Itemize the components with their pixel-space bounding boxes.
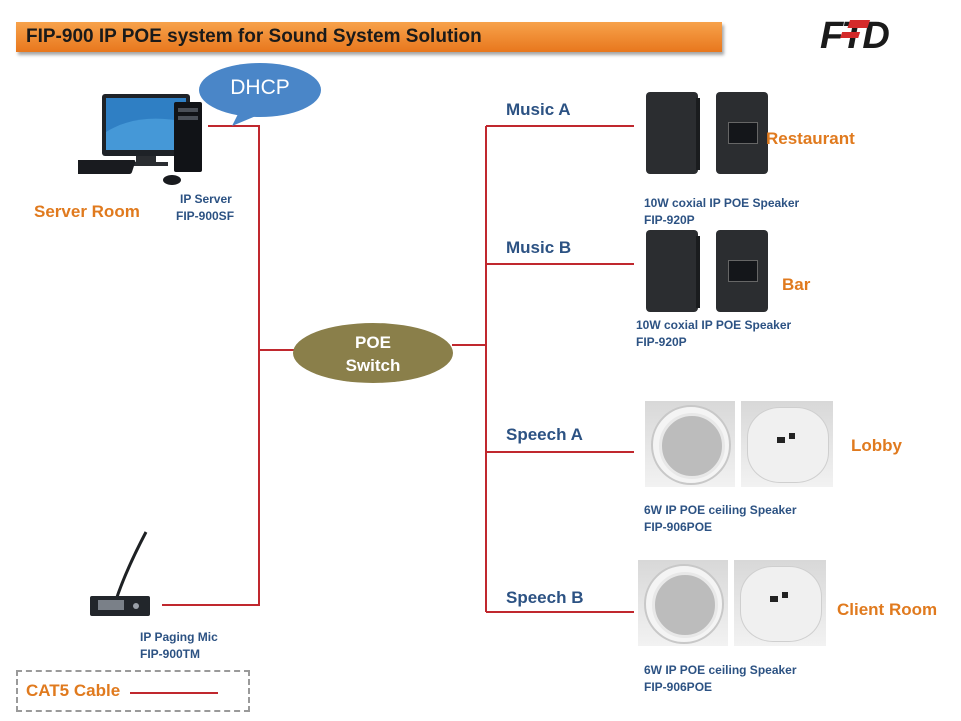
speaker-model-music-b: FIP-920P [636, 335, 687, 349]
location-label-client-room: Client Room [837, 600, 938, 619]
server-name: IP Server [180, 192, 232, 206]
ceiling-speaker-front-icon [645, 401, 735, 487]
speaker-model-speech-b: FIP-906POE [644, 680, 713, 694]
trunk-cable [162, 125, 260, 606]
zone-label-music-a: Music A [506, 100, 571, 119]
zone-label-speech-a: Speech A [506, 425, 583, 444]
server-computer-icon [78, 94, 202, 185]
speaker-front-icon [646, 230, 698, 312]
poe-switch-node [293, 323, 453, 383]
ftd-logo: FTD [820, 15, 891, 54]
zone-label-music-b: Music B [506, 238, 572, 257]
location-label-bar: Bar [782, 275, 811, 294]
legend-box [16, 670, 250, 712]
speaker-back-icon [716, 92, 768, 174]
poe-switch-line2: Switch [345, 356, 401, 375]
ceiling-speaker-front-icon [638, 560, 728, 646]
server-room-label: Server Room [34, 202, 140, 221]
speaker-back-icon [716, 230, 768, 312]
dhcp-label: DHCP [230, 76, 290, 99]
poe-switch-line1: POE [355, 333, 391, 352]
ceiling-speaker-back-icon [741, 401, 833, 487]
speaker-desc-music-a: 10W coxial IP POE Speaker [644, 196, 800, 210]
zone-label-speech-b: Speech B [506, 588, 584, 607]
legend-label: CAT5 Cable [26, 681, 121, 700]
speaker-model-speech-a: FIP-906POE [644, 520, 713, 534]
ceiling-speaker-back-icon [734, 560, 826, 646]
poe-switch-label: POE Switch [292, 331, 454, 377]
mic-name: IP Paging Mic [140, 630, 218, 644]
dhcp-bubble [199, 63, 321, 126]
speaker-desc-speech-a: 6W IP POE ceiling Speaker [644, 503, 797, 517]
speaker-model-music-a: FIP-920P [644, 213, 695, 227]
location-label-restaurant: Restaurant [766, 129, 855, 148]
speaker-desc-speech-b: 6W IP POE ceiling Speaker [644, 663, 797, 677]
mic-model: FIP-900TM [140, 647, 201, 661]
speaker-desc-music-b: 10W coxial IP POE Speaker [636, 318, 792, 332]
server-model: FIP-900SF [176, 209, 235, 223]
location-label-lobby: Lobby [851, 436, 902, 455]
title-bar: FIP-900 IP POE system for Sound System S… [16, 22, 722, 52]
paging-mic-icon [90, 531, 150, 616]
speaker-front-icon [646, 92, 698, 174]
page-title: FIP-900 IP POE system for Sound System S… [26, 26, 482, 47]
